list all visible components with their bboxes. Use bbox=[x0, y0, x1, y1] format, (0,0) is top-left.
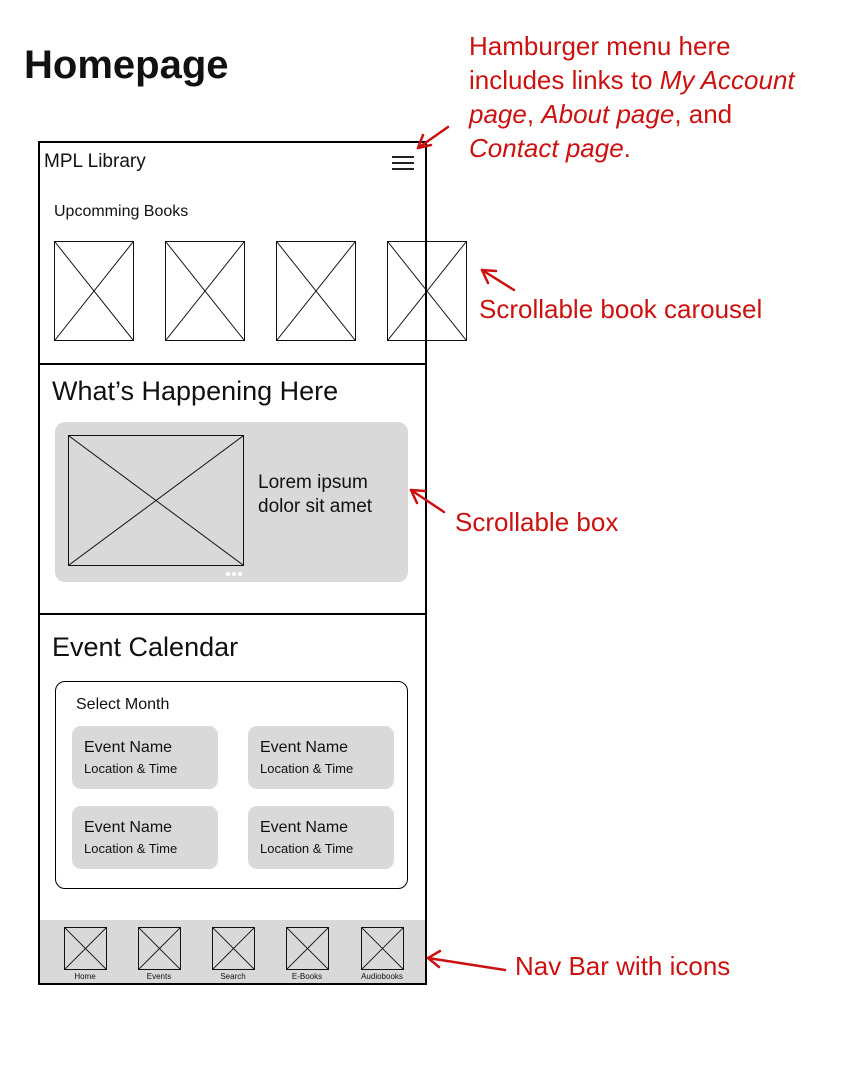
event-name: Event Name bbox=[84, 819, 173, 836]
nav-home[interactable]: Home bbox=[55, 920, 115, 981]
happening-scroll-box[interactable]: Lorem ipsum dolor sit amet bbox=[55, 422, 408, 582]
ebooks-icon bbox=[286, 927, 329, 970]
upcoming-books-label: Upcomming Books bbox=[54, 203, 189, 220]
event-name: Event Name bbox=[84, 739, 173, 756]
hamburger-menu-icon[interactable] bbox=[392, 156, 414, 170]
annotation-line: page, About page, and bbox=[469, 99, 733, 129]
annotation-line: Hamburger menu here bbox=[469, 31, 731, 61]
calendar-heading: Event Calendar bbox=[52, 632, 239, 662]
annotation-line: includes links to My Account bbox=[469, 65, 795, 95]
event-name: Event Name bbox=[260, 819, 349, 836]
annotation-carousel: Scrollable book carousel bbox=[479, 294, 763, 324]
bottom-nav-bar: Home Events Search E-Books Audiobooks bbox=[40, 920, 425, 983]
events-icon bbox=[138, 927, 181, 970]
event-location-time: Location & Time bbox=[84, 761, 178, 776]
event-calendar: Select Month Event Name Location & Time … bbox=[55, 681, 408, 889]
arrow-line bbox=[426, 956, 507, 972]
book-cover-image[interactable] bbox=[54, 241, 134, 341]
nav-label: E-Books bbox=[291, 972, 323, 981]
annotation-hamburger: Hamburger menu here includes links to My… bbox=[469, 29, 854, 165]
nav-label: Search bbox=[220, 972, 246, 981]
page-title: Homepage bbox=[24, 43, 229, 87]
book-cover-image[interactable] bbox=[165, 241, 245, 341]
annotation-nav-bar: Nav Bar with icons bbox=[515, 951, 731, 981]
book-cover-image[interactable] bbox=[387, 241, 467, 341]
annotation-line: Contact page. bbox=[469, 133, 631, 163]
nav-label: Events bbox=[146, 972, 172, 981]
event-image bbox=[68, 435, 244, 566]
nav-events[interactable]: Events bbox=[129, 920, 189, 981]
event-card[interactable]: Event Name Location & Time bbox=[72, 726, 218, 789]
event-card[interactable]: Event Name Location & Time bbox=[72, 806, 218, 869]
book-cover-image[interactable] bbox=[276, 241, 356, 341]
audiobooks-icon bbox=[361, 927, 404, 970]
event-card[interactable]: Event Name Location & Time bbox=[248, 806, 394, 869]
home-icon bbox=[64, 927, 107, 970]
happening-heading: What’s Happening Here bbox=[52, 376, 339, 406]
nav-audiobooks[interactable]: Audiobooks bbox=[352, 920, 412, 981]
phone-mockup: MPL Library Upcomming Books What’s Happe… bbox=[38, 141, 467, 985]
book-carousel[interactable] bbox=[40, 241, 470, 341]
event-location-time: Location & Time bbox=[84, 841, 178, 856]
event-name: Event Name bbox=[260, 739, 349, 756]
app-title: MPL Library bbox=[44, 151, 146, 172]
event-location-time: Location & Time bbox=[260, 761, 354, 776]
happening-card-text: Lorem ipsum dolor sit amet bbox=[258, 472, 373, 517]
nav-search[interactable]: Search bbox=[203, 920, 263, 981]
annotation-scroll-box: Scrollable box bbox=[455, 507, 619, 537]
nav-ebooks[interactable]: E-Books bbox=[277, 920, 337, 981]
arrow-line bbox=[480, 268, 516, 292]
arrow-head bbox=[426, 949, 442, 969]
event-location-time: Location & Time bbox=[260, 841, 354, 856]
arrow-head bbox=[480, 268, 498, 285]
section-divider bbox=[40, 613, 425, 615]
section-divider bbox=[40, 363, 425, 365]
search-icon bbox=[212, 927, 255, 970]
nav-label: Home bbox=[74, 972, 96, 981]
event-card[interactable]: Event Name Location & Time bbox=[248, 726, 394, 789]
nav-label: Audiobooks bbox=[361, 972, 403, 981]
pagination-dots[interactable] bbox=[226, 572, 244, 577]
select-month-dropdown[interactable]: Select Month bbox=[76, 696, 170, 713]
